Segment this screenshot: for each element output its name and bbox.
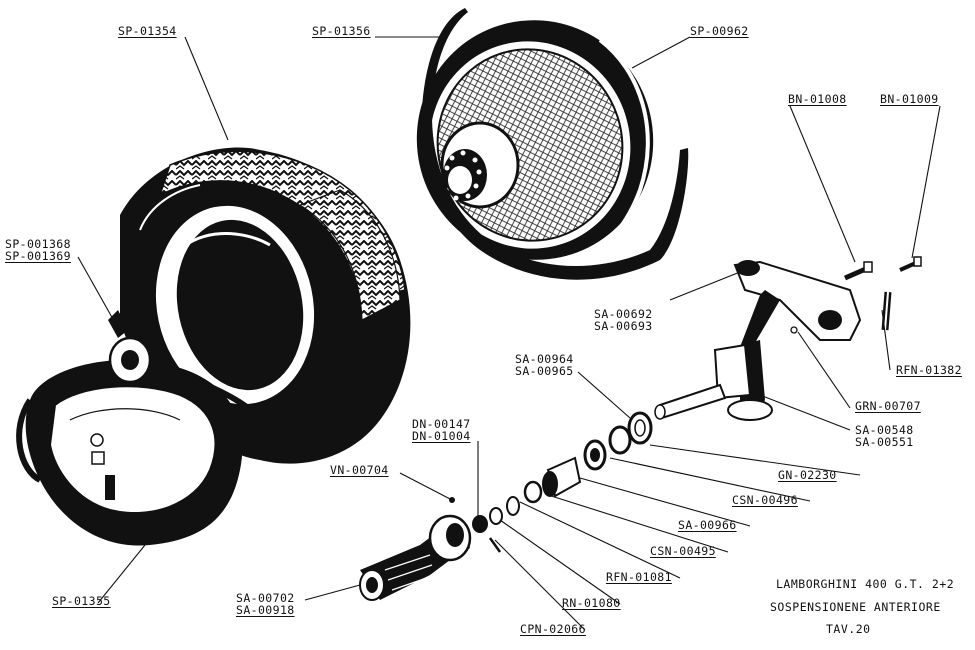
label-bn-01009: BN-01009 bbox=[880, 92, 939, 106]
label-sp-00962: SP-00962 bbox=[690, 24, 749, 38]
label-rn-01080: RN-01080 bbox=[562, 596, 621, 610]
label-sa-00964: SA-00964 bbox=[515, 352, 574, 366]
label-csn-00495: CSN-00495 bbox=[650, 544, 716, 558]
label-sa-00965: SA-00965 bbox=[515, 364, 574, 378]
rim-tape-drawing bbox=[421, 8, 689, 280]
label-sp-01354: SP-01354 bbox=[118, 24, 177, 38]
label-sa-00702: SA-00702 bbox=[236, 591, 295, 605]
title-model: LAMBORGHINI 400 G.T. 2+2 bbox=[776, 577, 955, 591]
label-sp-01356: SP-01356 bbox=[312, 24, 371, 38]
hub-drawing bbox=[359, 514, 472, 601]
steering-knuckle-drawing bbox=[654, 260, 862, 421]
bearings-drawing bbox=[449, 411, 653, 553]
label-bn-01008: BN-01008 bbox=[788, 92, 847, 106]
label-sp-01355: SP-01355 bbox=[52, 594, 111, 608]
label-sa-00918: SA-00918 bbox=[236, 603, 295, 617]
label-cpn-02066: CPN-02066 bbox=[520, 622, 586, 636]
label-vn-00704: VN-00704 bbox=[330, 463, 389, 477]
label-gn-02230: GN-02230 bbox=[778, 468, 837, 482]
label-sa-00551: SA-00551 bbox=[855, 435, 914, 449]
label-grn-00707: GRN-00707 bbox=[855, 399, 921, 413]
label-sa-00548: SA-00548 bbox=[855, 423, 914, 437]
valve-cap-drawing bbox=[108, 310, 152, 384]
bolts-drawing bbox=[790, 256, 922, 334]
title-section: SOSPENSIONENE ANTERIORE bbox=[770, 600, 941, 614]
label-dn-00147: DN-00147 bbox=[412, 417, 471, 431]
leader-lines bbox=[77, 36, 941, 631]
label-sa-00692: SA-00692 bbox=[594, 307, 653, 321]
label-rfn-01382: RFN-01382 bbox=[896, 363, 962, 377]
label-csn-00496: CSN-00496 bbox=[732, 493, 798, 507]
label-sa-00966: SA-00966 bbox=[678, 518, 737, 532]
label-dn-01004: DN-01004 bbox=[412, 429, 471, 443]
label-sp-001368: SP-001368 bbox=[5, 237, 71, 251]
label-sa-00693: SA-00693 bbox=[594, 319, 653, 333]
label-sp-001369: SP-001369 bbox=[5, 249, 71, 263]
title-plate-number: TAV.20 bbox=[826, 622, 871, 636]
inner-tube-drawing bbox=[16, 359, 273, 546]
wire-wheel-drawing bbox=[416, 20, 654, 264]
label-rfn-01081: RFN-01081 bbox=[606, 570, 672, 584]
